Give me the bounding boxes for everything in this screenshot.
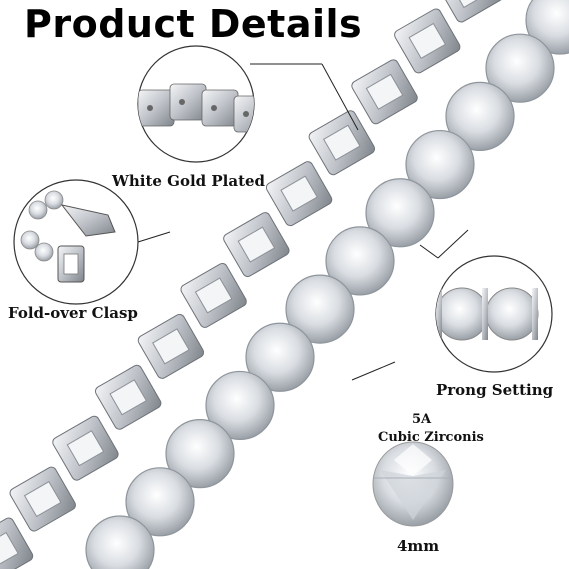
fold-over-clasp-label: Fold-over Clasp bbox=[8, 304, 138, 322]
bracelet-stone bbox=[125, 467, 195, 537]
bracelet-link bbox=[394, 8, 461, 74]
bracelet-stone bbox=[285, 274, 355, 344]
pointer-lines bbox=[137, 63, 469, 381]
bracelet-stone bbox=[205, 370, 275, 441]
bracelet-link bbox=[351, 59, 418, 125]
bracelet-link bbox=[52, 415, 119, 481]
prong-detail-circle bbox=[435, 255, 553, 373]
white-gold-detail-circle bbox=[137, 45, 255, 163]
page-title: Product Details bbox=[24, 2, 363, 46]
prong-setting-label: Prong Setting bbox=[436, 381, 554, 399]
bracelet-stone bbox=[245, 322, 315, 392]
bracelet-link bbox=[94, 364, 162, 430]
bracelet-stone bbox=[85, 515, 155, 569]
bracelet-link bbox=[308, 110, 376, 176]
left-strand bbox=[0, 0, 504, 569]
bracelet-link bbox=[9, 466, 76, 532]
bracelet-link bbox=[436, 0, 504, 23]
bracelet-stone bbox=[365, 178, 435, 248]
bracelet-link bbox=[137, 313, 205, 379]
bracelet-link bbox=[223, 212, 290, 277]
bracelet-stone bbox=[325, 226, 395, 296]
grade-label: 5A bbox=[412, 412, 432, 427]
bracelet-stone bbox=[485, 33, 555, 103]
clasp-detail-circle bbox=[13, 179, 139, 305]
right-strand bbox=[85, 0, 569, 569]
stone-type-label: Cubic Zirconis bbox=[378, 430, 484, 445]
bracelet-stone bbox=[165, 419, 235, 489]
cubic-zirconia-stone bbox=[372, 441, 454, 527]
bracelet-link bbox=[180, 263, 247, 328]
stone-size-label: 4mm bbox=[397, 537, 440, 555]
bracelet-stone bbox=[445, 81, 515, 151]
bracelet-stone bbox=[405, 129, 475, 200]
white-gold-label: White Gold Plated bbox=[112, 172, 266, 190]
bracelet-link bbox=[265, 161, 333, 227]
bracelet-link bbox=[0, 517, 34, 569]
